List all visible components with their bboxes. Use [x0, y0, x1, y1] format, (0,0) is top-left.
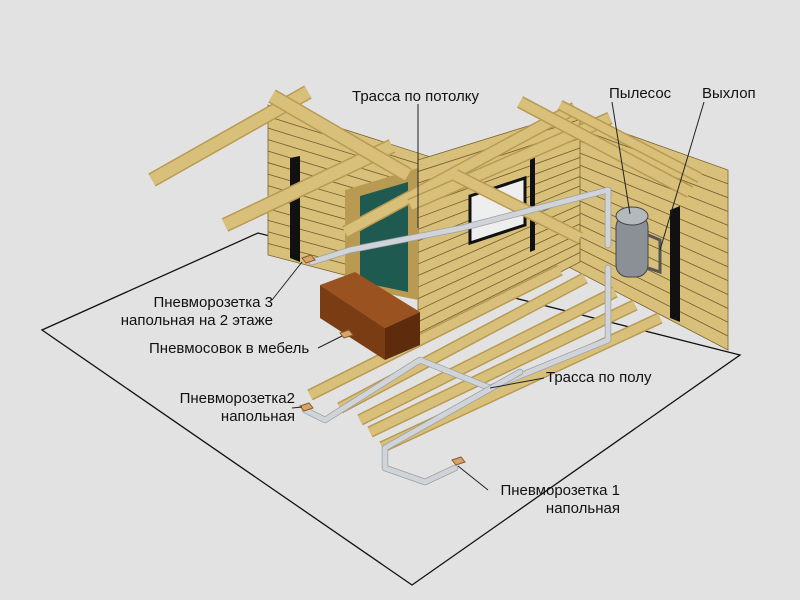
- leader-floor-route: [489, 377, 545, 389]
- vacuum-unit: [615, 206, 662, 278]
- label-exhaust: Выхлоп: [702, 85, 756, 102]
- label-vacuum: Пылесос: [609, 85, 672, 102]
- roof-beam-7: [452, 170, 583, 243]
- roof-beam-3: [268, 90, 412, 181]
- branch-pipe: [382, 369, 523, 485]
- label-furniture-inlet: Пневмосовок в мебель: [149, 340, 310, 357]
- cabinet-side: [385, 312, 420, 360]
- outlet-2: [299, 402, 314, 412]
- cabinet-front: [320, 285, 385, 360]
- left-doorway: [290, 156, 300, 262]
- label-floor-route: Трасса по полу: [546, 369, 652, 386]
- cabinet-top: [320, 272, 420, 328]
- floor-joist-3: [368, 300, 637, 437]
- leader-exhaust: [659, 101, 705, 251]
- floor-joist-5: [307, 265, 563, 400]
- label-outlet-1: Пневморозетка 1 напольная: [480, 482, 620, 518]
- leader-outlet-3: [271, 261, 303, 301]
- floor-outline: [40, 232, 742, 586]
- ceiling-pipe: [309, 187, 611, 265]
- label-outlet-3-line2: напольная на 2 этаже: [120, 312, 273, 329]
- roof-beam-2: [222, 140, 395, 231]
- label-ceiling-route: Трасса по потолку: [352, 88, 479, 105]
- floor-joist-2: [357, 287, 618, 425]
- label-outlet-1-line1: Пневморозетка 1: [500, 482, 620, 499]
- label-outlet-3-line1: Пневморозетка 3: [153, 294, 273, 311]
- roof-beam-4: [342, 103, 578, 237]
- label-outlet-1-line2: напольная: [545, 500, 620, 517]
- label-outlet-3: Пневморозетка 3 напольная на 2 этаже: [98, 294, 273, 330]
- leader-vacuum: [611, 101, 631, 215]
- label-outlet-2: Пневморозетка2 напольная: [160, 390, 295, 426]
- vacuum-lid: [615, 206, 649, 226]
- label-outlet-2-line1: Пневморозетка2: [179, 390, 295, 407]
- inner-doorway: [530, 148, 535, 252]
- leader-outlet-2: [291, 406, 303, 409]
- leader-outlet-1: [457, 465, 489, 491]
- outlet-3: [301, 254, 316, 264]
- furniture-inlet: [339, 329, 354, 339]
- leader-furniture-inlet: [317, 335, 343, 349]
- label-outlet-2-line2: напольная: [220, 408, 295, 425]
- roof-beam-6: [517, 97, 693, 197]
- floor-pipe: [302, 265, 611, 423]
- outlet-1: [451, 456, 466, 466]
- right-doorway: [670, 206, 680, 322]
- cabinet: [320, 272, 420, 360]
- roof-beam-8: [558, 101, 702, 182]
- vacuum-exhaust-hose: [647, 233, 662, 275]
